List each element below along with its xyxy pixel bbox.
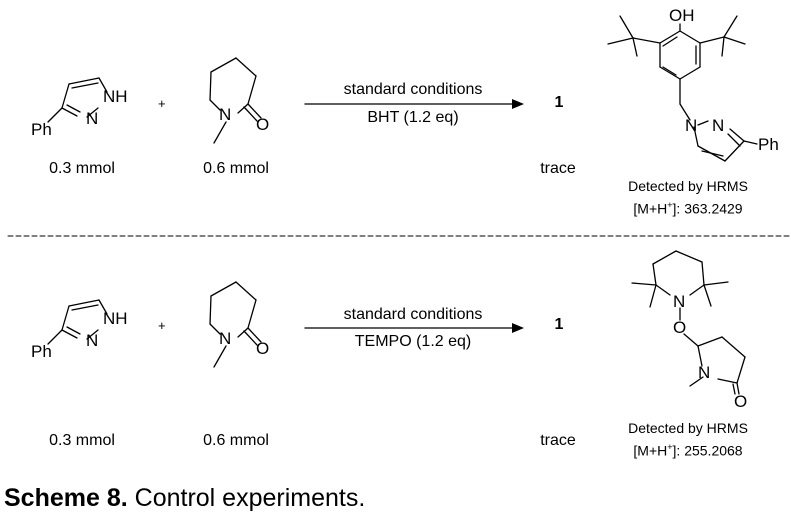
reactant2-amount-1: 0.6 mmol [203, 160, 269, 177]
hrms-mass-1: [M+H+]: 363.2429 [633, 200, 743, 217]
tempo-pyrrolidinone-n-label: N [698, 363, 711, 382]
tempo-n-label: N [673, 292, 686, 311]
reactant1-amount-2: 0.3 mmol [49, 432, 115, 449]
yield-1: trace [540, 160, 576, 177]
tempo-o-label: O [673, 318, 687, 337]
condition-below-2: TEMPO (1.2 eq) [354, 333, 472, 350]
plus-sign-2: + [158, 318, 166, 333]
product-number-2: 1 [554, 316, 564, 333]
scheme-caption-text: Control experiments. [127, 484, 366, 512]
scheme-number: Scheme 8. [4, 484, 128, 512]
reactant1-amount-1: 0.3 mmol [49, 160, 115, 177]
pyrazole-ph-label: Ph [31, 120, 52, 139]
pyrazole-nh-label: NH [103, 87, 128, 106]
bht-oh-label: OH [669, 6, 695, 25]
nmp-structure-2 [209, 281, 262, 368]
tempo-adduct-structure [631, 250, 746, 395]
pyrazole-structure-1 [47, 77, 108, 123]
hrms-detected-2: Detected by HRMS [628, 420, 748, 436]
condition-above-1: standard conditions [343, 81, 483, 98]
bht-ph-label: Ph [758, 135, 779, 154]
yield-2: trace [540, 432, 576, 449]
pyrazole-structure-2 [47, 299, 108, 345]
pyrazole-ph-label-2: Ph [31, 342, 52, 361]
condition-below-1: BHT (1.2 eq) [367, 109, 459, 126]
tempo-pyrrolidinone-o-label: O [734, 392, 748, 411]
nmp-o-label: O [256, 115, 270, 134]
reaction-arrow-1 [304, 99, 524, 109]
reaction-arrow-2 [304, 323, 524, 333]
plus-sign-1: + [158, 96, 166, 111]
nmp-n-label-2: N [219, 329, 232, 348]
bht-adduct-structure [607, 15, 758, 162]
hrms-detected-1: Detected by HRMS [628, 178, 748, 194]
pyrazole-nh-label-2: NH [103, 309, 128, 328]
bht-pyrazole-n2-label: N [712, 116, 725, 135]
product-number-1: 1 [554, 94, 564, 111]
nmp-structure-1 [209, 57, 262, 144]
scheme-caption: Scheme 8. Control experiments. [4, 484, 365, 513]
nmp-n-label: N [219, 105, 232, 124]
pyrazole-n-label-2: N [86, 331, 99, 350]
hrms-mass-2: [M+H+]: 255.2068 [633, 442, 743, 459]
pyrazole-n-label: N [86, 109, 99, 128]
bht-pyrazole-n1-label: N [685, 116, 698, 135]
condition-above-2: standard conditions [343, 306, 483, 323]
nmp-o-label-2: O [256, 339, 270, 358]
reactant2-amount-2: 0.6 mmol [203, 432, 269, 449]
